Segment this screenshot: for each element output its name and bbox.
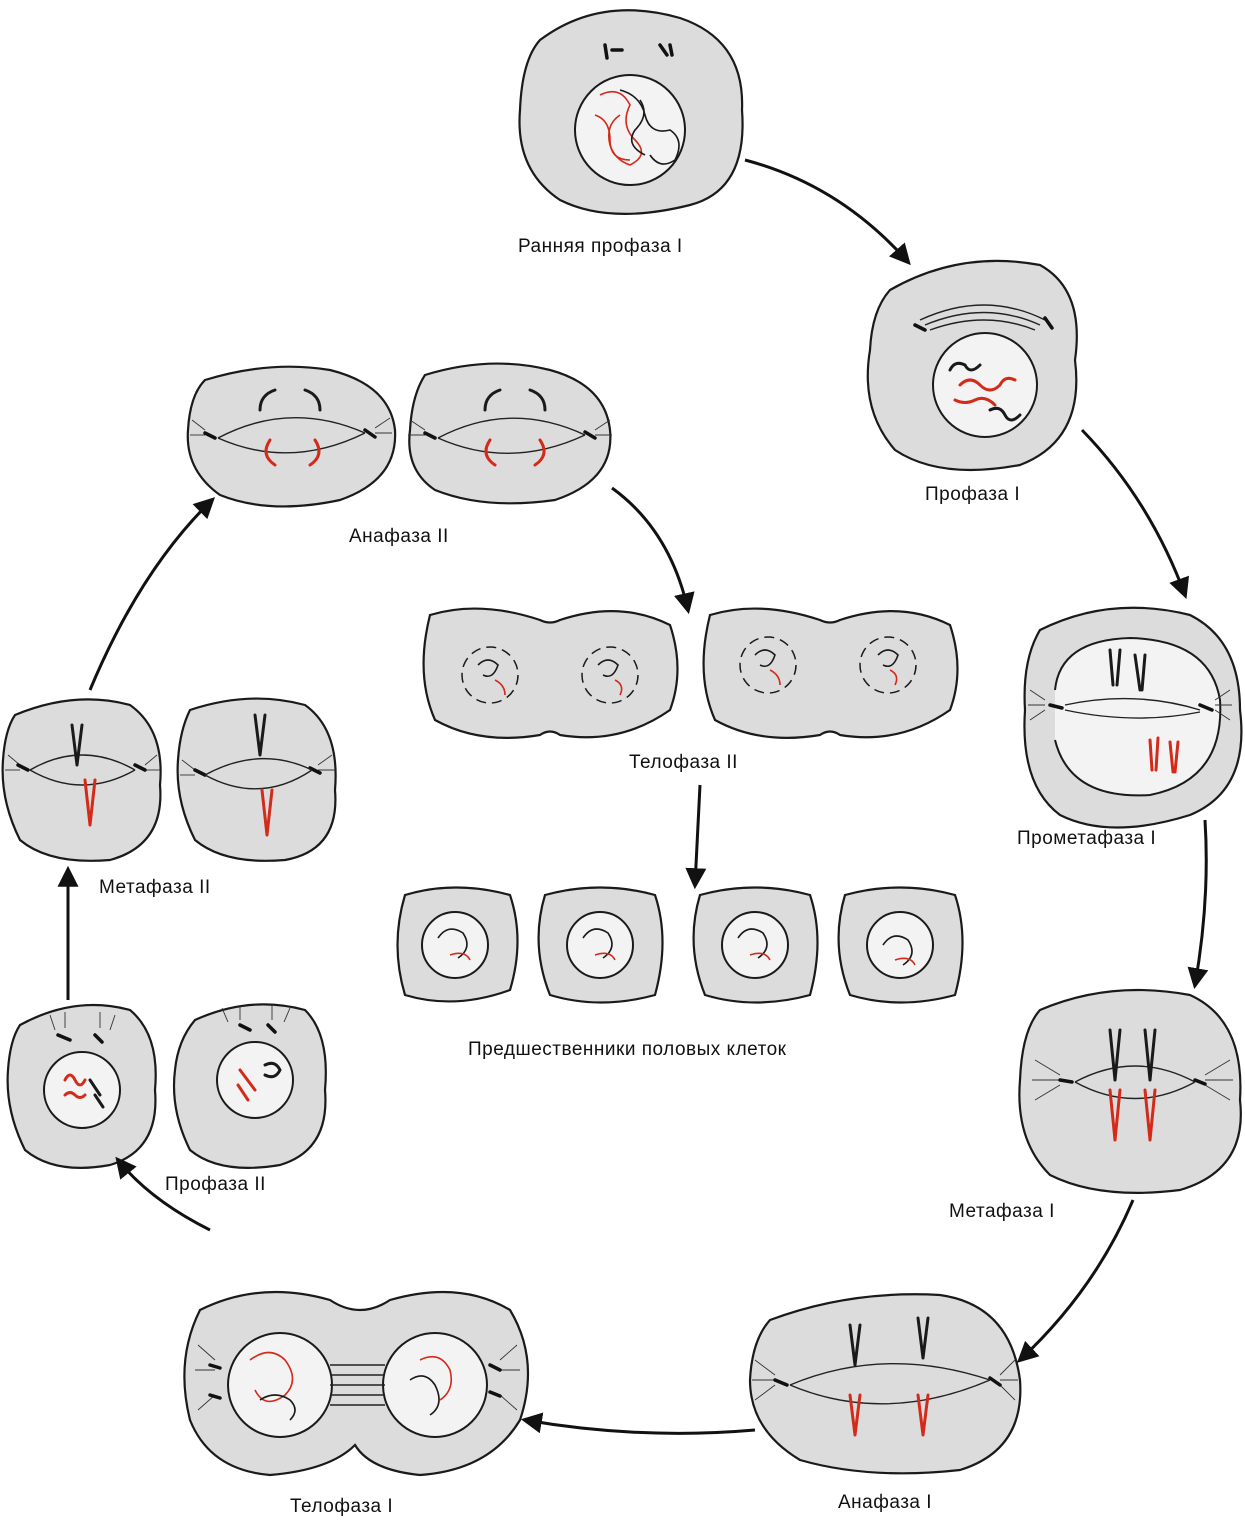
label-anaphase-2: Анафаза II (349, 526, 449, 547)
cell-metaphase-2-b (176, 697, 337, 862)
arrow-prometaphase-to-metaphase-1 (1187, 819, 1209, 990)
label-telophase-2: Телофаза II (629, 752, 738, 773)
cell-early-prophase-1 (518, 9, 744, 215)
label-germ-cell-precursors: Предшественники половых клеток (468, 1039, 787, 1060)
arrow-anaphase-to-telophase-1 (520, 1412, 756, 1435)
label-prometaphase-1: Прометафаза I (1017, 828, 1156, 849)
cell-anaphase-1 (748, 1293, 1022, 1475)
label-metaphase-1: Метафаза I (949, 1201, 1055, 1222)
cell-prophase-1 (866, 259, 1078, 472)
arrow-early-to-prophase-1 (744, 158, 911, 266)
cell-metaphase-2-a (1, 698, 162, 862)
cell-precursor-2 (537, 886, 664, 1004)
label-metaphase-2: Метафаза II (99, 877, 211, 898)
arrow-metaphase-to-anaphase-1 (1016, 1199, 1135, 1363)
cell-prophase-2-b (172, 1003, 327, 1169)
arrow-prophase-to-prometaphase-1 (1080, 428, 1190, 599)
label-anaphase-1: Анафаза I (838, 1492, 932, 1513)
label-prophase-1: Профаза I (925, 484, 1020, 505)
cell-prometaphase-1 (1023, 606, 1243, 829)
cell-telophase-2-a (422, 607, 679, 739)
arrow-telophase-2-to-precursors (685, 784, 707, 890)
label-telophase-1: Телофаза I (290, 1496, 393, 1517)
cell-telophase-2-b (702, 607, 959, 739)
label-early-prophase-1: Ранняя профаза I (518, 236, 683, 257)
cell-precursor-4 (837, 886, 964, 1004)
cycle-arrows (57, 158, 1209, 1435)
cell-precursor-3 (692, 886, 819, 1004)
arrow-metaphase-2-to-anaphase-2 (88, 497, 216, 691)
label-prophase-2: Профаза II (165, 1174, 266, 1195)
cell-prophase-2-a (6, 1003, 157, 1169)
arrow-telophase-1-to-prophase-2 (115, 1156, 211, 1232)
cell-metaphase-1 (1018, 988, 1242, 1194)
cell-anaphase-2-a (186, 365, 397, 508)
cell-anaphase-2-b (408, 362, 612, 505)
cell-precursor-1 (396, 886, 519, 1003)
arrow-anaphase-2-to-telophase-2 (611, 486, 695, 615)
cell-telophase-1 (183, 1290, 530, 1477)
